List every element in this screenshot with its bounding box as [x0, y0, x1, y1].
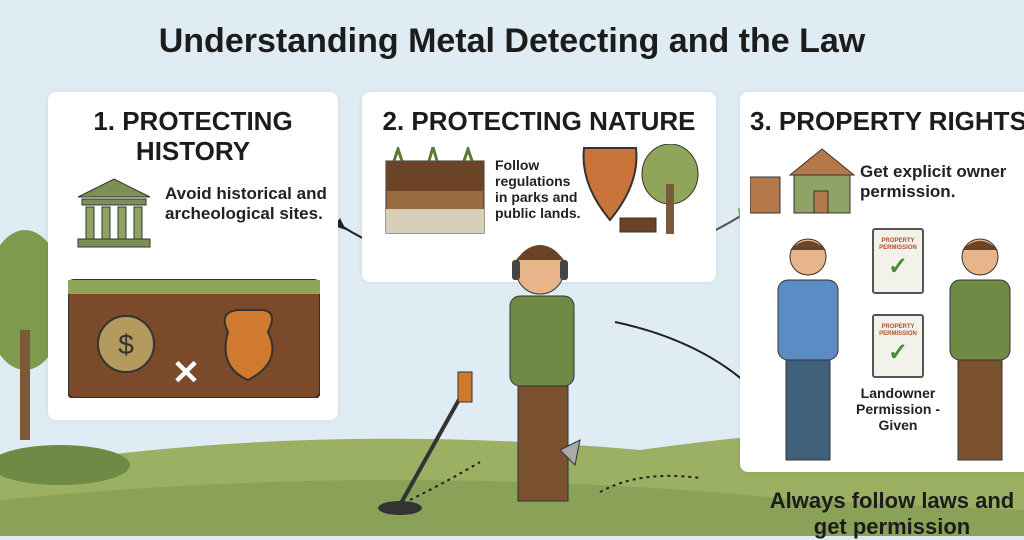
trowel-icon: [559, 439, 581, 467]
panel-text: Get explicit owner permission.: [860, 162, 1007, 201]
permission-caption: Landowner Permission - Given: [855, 385, 941, 433]
x-mark-icon: ✕: [172, 354, 201, 392]
panel-title: 3. PROPERTY RIGHTS: [750, 106, 1024, 136]
panel-title: 1. PROTECTING HISTORY: [93, 106, 293, 166]
house-icon: [750, 148, 856, 214]
panel-text: Follow regulations in parks and public l…: [495, 157, 581, 221]
panel-text: Avoid historical and archeological sites…: [165, 184, 327, 223]
arrow-to-property: [614, 321, 753, 389]
park-badge-tree-bench-icon: [582, 144, 699, 234]
clipboard-icon: PROPERTY PERMISSION ✓: [872, 228, 924, 294]
checkmark-icon: ✓: [887, 339, 909, 366]
museum-icon: [77, 178, 151, 248]
soil-artifacts-illustration: $ ✕: [68, 279, 320, 398]
detectorist-figure: [949, 238, 1011, 461]
clipboard-icon: PROPERTY PERMISSION ✓: [872, 314, 924, 378]
checkmark-icon: ✓: [887, 253, 909, 280]
coin-icon: [97, 315, 155, 373]
soil-layers-icon: [385, 147, 485, 234]
svg-text:$: $: [118, 329, 134, 360]
panel-protecting-history: 1. PROTECTING HISTORY Avoid historical a…: [48, 92, 338, 420]
landowner-figure: [777, 238, 839, 461]
footer-message: Always follow laws and get permission: [769, 488, 1015, 539]
panel-title: 2. PROTECTING NATURE: [382, 106, 696, 136]
metal-detectorist-figure: [378, 245, 581, 515]
headphones-icon: [512, 260, 520, 280]
page-title: Understanding Metal Detecting and the La…: [158, 22, 866, 60]
panel-property-rights: 3. PROPERTY RIGHTS Get explicit owner pe…: [740, 92, 1024, 472]
pottery-icon: [223, 309, 274, 382]
